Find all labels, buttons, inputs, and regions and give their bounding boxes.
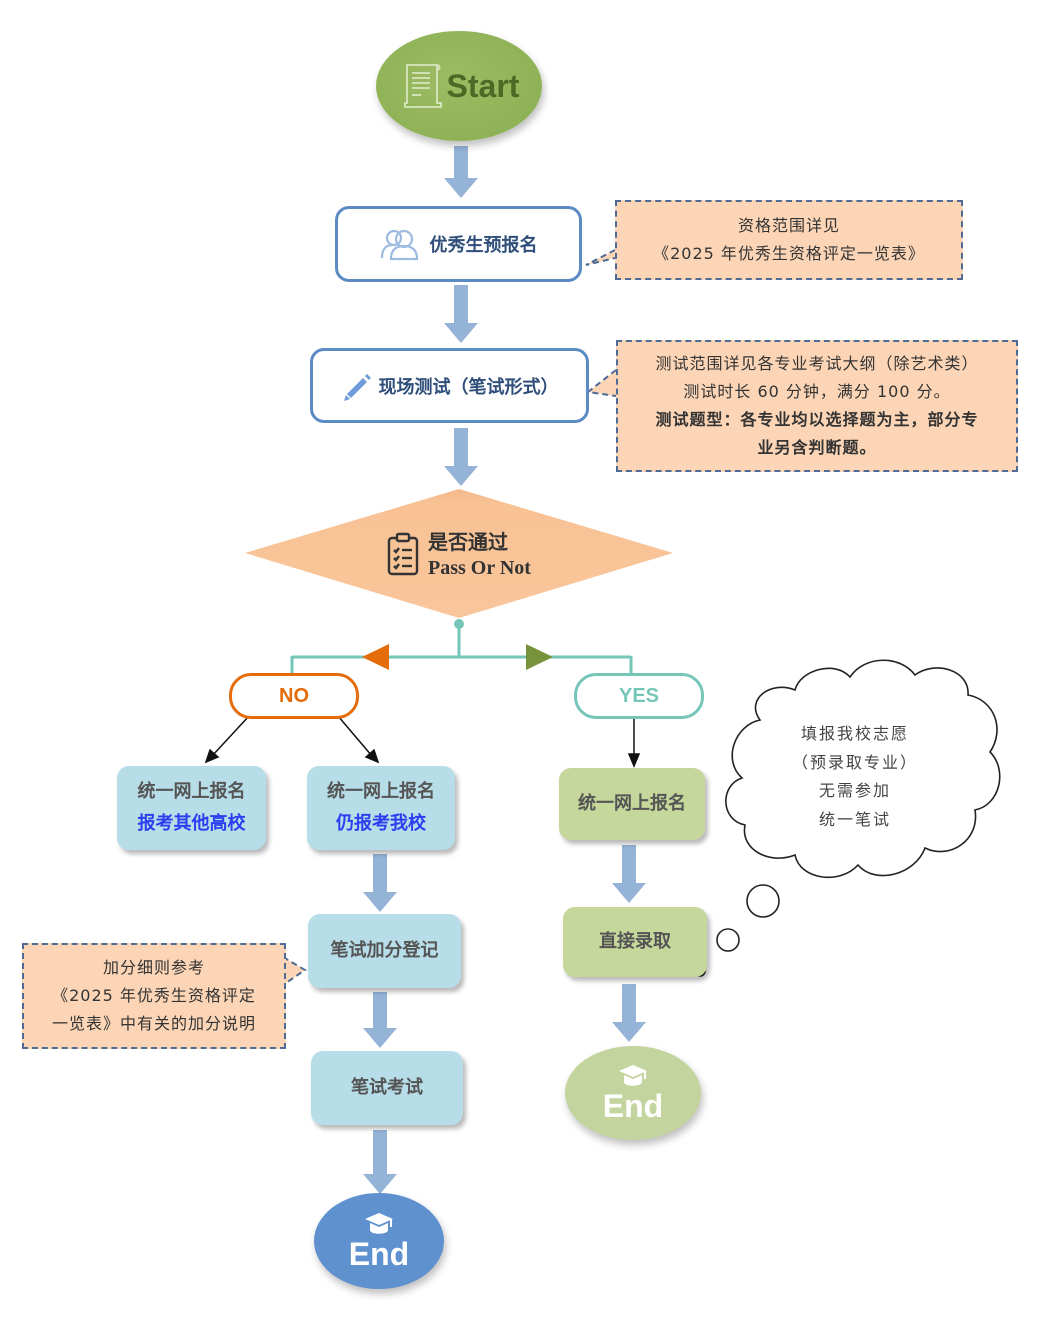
note-bonus: 加分细则参考 《2025 年优秀生资格评定 一览表》中有关的加分说明	[22, 943, 286, 1049]
callout-pointer-preregister	[585, 249, 616, 266]
note-bonus-line: 一览表》中有关的加分说明	[51, 1014, 256, 1033]
card-line: 统一网上报名	[327, 781, 435, 802]
end-label: End	[348, 1236, 410, 1272]
scroll-document-icon	[403, 64, 442, 108]
step-preregister-label: 优秀生预报名	[429, 235, 538, 256]
checklist-icon	[387, 532, 419, 576]
thought-cloud	[725, 659, 1001, 879]
note-bonus-line: 《2025 年优秀生资格评定	[52, 986, 256, 1005]
note-bonus-line: 加分细则参考	[102, 958, 205, 977]
callout-pointer-test	[585, 369, 617, 397]
arrow-yesregister-to-admit	[612, 845, 646, 903]
cloud-note-line: 无需参加	[818, 781, 891, 800]
arrow-bonus-to-exam	[363, 992, 397, 1048]
branch-junction-dot	[454, 619, 464, 629]
no-direction-arrow	[362, 644, 389, 670]
cloud-note-line: 统一笔试	[818, 809, 891, 829]
graduation-cap-icon	[619, 1065, 647, 1086]
card-label: 统一网上报名	[578, 793, 686, 814]
note-test-line: 测试范围详见各专业考试大纲（除艺术类）	[655, 354, 979, 373]
card-our-school: 统一网上报名 仍报考我校	[307, 766, 455, 850]
arrow-exam-to-end	[363, 1130, 397, 1194]
note-test-bold-line: 测试题型：各专业均以选择题为主，部分专	[655, 410, 979, 429]
decision-content: 是否通过 Pass Or Not	[386, 528, 531, 580]
note-preregister-line: 《2025 年优秀生资格评定一览表》	[653, 244, 925, 263]
step-test-label: 现场测试（笔试形式）	[378, 376, 559, 398]
callout-pointer-bonus	[282, 956, 307, 986]
note-test: 测试范围详见各专业考试大纲（除艺术类） 测试时长 60 分钟，满分 100 分。…	[616, 340, 1018, 472]
branch-yes: YES	[574, 673, 704, 719]
decision-diamond	[245, 489, 673, 618]
card-line: 统一网上报名	[137, 781, 246, 802]
card-emphasis-line: 报考其他高校	[137, 813, 246, 834]
end-node-no: End	[314, 1193, 444, 1289]
step-test: 现场测试（笔试形式）	[310, 348, 589, 423]
start-label: Start	[446, 67, 520, 104]
pencil-icon	[343, 373, 371, 401]
decision-label-en: Pass Or Not	[428, 557, 531, 579]
card-label: 笔试加分登记	[330, 940, 439, 961]
end-node-yes: End	[565, 1046, 701, 1140]
card-bonus-register: 笔试加分登记	[308, 914, 461, 988]
cloud-note-line: 填报我校志愿	[800, 724, 909, 743]
note-preregister-line: 资格范围详见	[737, 216, 840, 235]
card-emphasis-line: 仍报考我校	[336, 813, 426, 834]
note-test-line: 测试时长 60 分钟，满分 100 分。	[683, 382, 951, 401]
card-other-schools: 统一网上报名 报考其他高校	[117, 766, 266, 850]
thought-bubble-large	[746, 884, 780, 918]
yes-direction-arrow	[526, 644, 553, 670]
end-label: End	[602, 1088, 664, 1124]
card-written-exam: 笔试考试	[311, 1051, 463, 1125]
card-label: 笔试考试	[351, 1077, 423, 1098]
thought-bubble-medium	[716, 928, 740, 952]
card-label: 直接录取	[599, 931, 671, 952]
graduation-cap-icon	[365, 1213, 393, 1234]
card-yes-register: 统一网上报名	[559, 768, 705, 840]
start-node: Start	[376, 31, 542, 141]
arrow-test-to-decision	[444, 428, 478, 486]
note-test-bold-line: 业另含判断题。	[757, 438, 877, 457]
branch-no: NO	[229, 673, 359, 719]
note-preregister: 资格范围详见 《2025 年优秀生资格评定一览表》	[615, 200, 963, 280]
arrow-preregister-to-test	[444, 285, 478, 343]
arrow-start-to-preregister	[444, 146, 478, 198]
users-icon	[380, 229, 418, 261]
step-preregister: 优秀生预报名	[335, 206, 582, 282]
arrow-noright-to-bonus	[363, 854, 397, 912]
cloud-note-line: （预录取专业）	[791, 752, 918, 772]
card-direct-admit: 直接录取	[563, 907, 707, 977]
arrow-admit-to-end	[612, 984, 646, 1042]
decision-label-cn: 是否通过	[428, 530, 508, 554]
cloud-note-text: 填报我校志愿 （预录取专业） 无需参加 统一笔试	[770, 720, 940, 834]
